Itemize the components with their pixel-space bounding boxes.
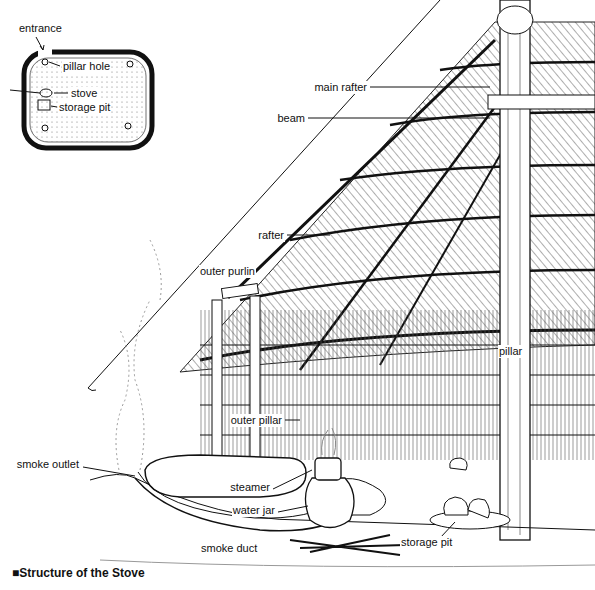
- part-label: storage pit: [400, 536, 453, 549]
- part-label: stove: [70, 87, 98, 100]
- part-label: pillar: [498, 345, 523, 358]
- part-label: main rafter: [313, 81, 368, 94]
- part-label: outer pillar: [230, 414, 283, 427]
- part-label: pillar hole: [62, 60, 111, 73]
- entrance-label: entrance: [18, 22, 63, 35]
- part-label: storage pit: [58, 101, 111, 114]
- part-label: smoke outlet: [16, 458, 80, 471]
- part-label: steamer: [229, 481, 271, 494]
- part-label: outer purlin: [199, 265, 256, 278]
- part-label: water jar: [232, 504, 276, 517]
- part-label: smoke duct: [200, 542, 258, 555]
- figure-title: ■Structure of the Stove: [12, 566, 145, 580]
- part-label: beam: [276, 112, 306, 125]
- part-label: rafter: [257, 229, 285, 242]
